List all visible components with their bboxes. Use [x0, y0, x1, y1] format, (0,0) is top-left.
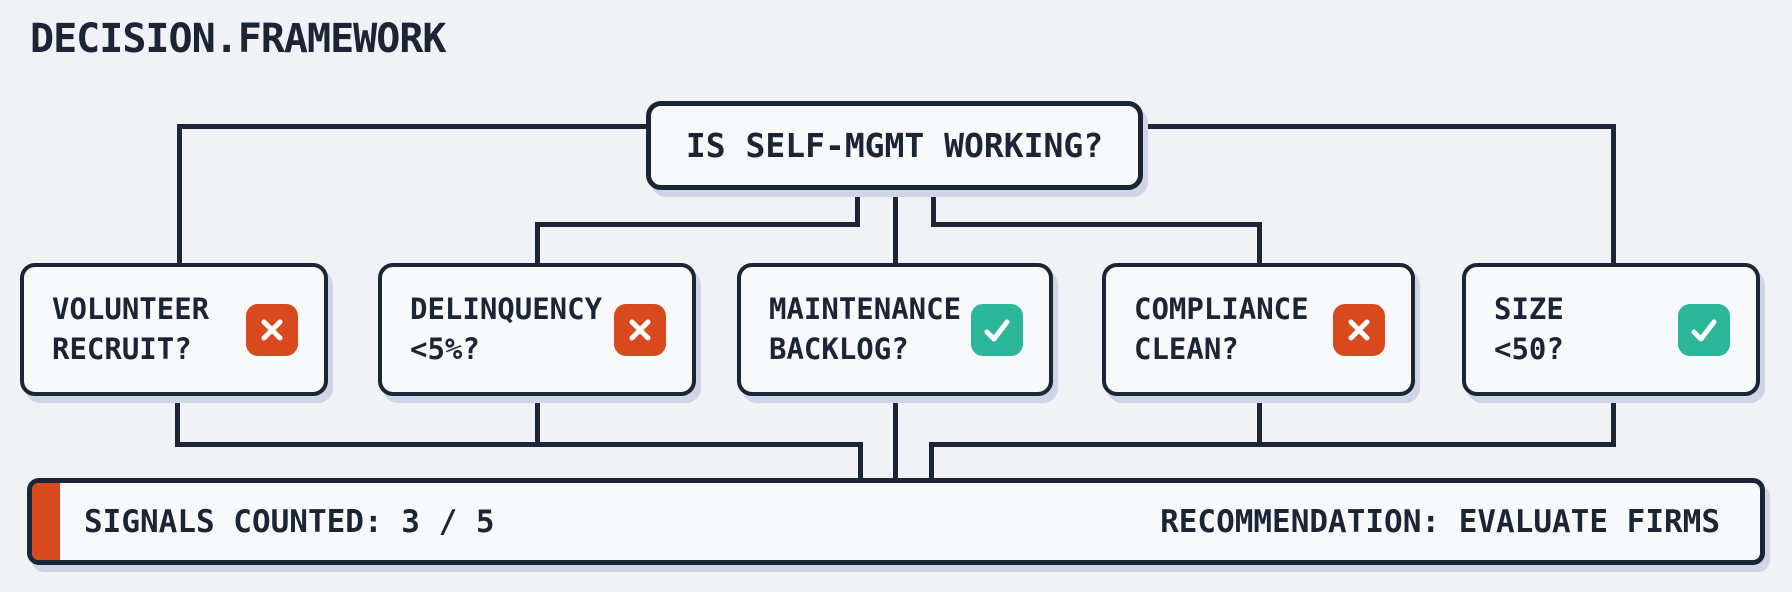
recommendation-label: RECOMMENDATION: EVALUATE FIRMS [1160, 503, 1720, 540]
connector-line [929, 442, 934, 482]
node-size: SIZE <50? [1462, 263, 1760, 396]
root-question-node: IS SELF-MGMT WORKING? [646, 101, 1143, 190]
connector-line [1611, 124, 1616, 263]
node-label: SIZE <50? [1494, 292, 1564, 366]
status-yes-icon [971, 303, 1023, 356]
connector-line [1257, 394, 1262, 447]
connector-line [1143, 124, 1616, 129]
connector-line [175, 442, 863, 447]
summary-accent-strip [32, 483, 60, 560]
connector-line [855, 188, 860, 227]
connector-line [175, 394, 180, 447]
status-no-icon [246, 303, 298, 356]
status-no-icon [1333, 303, 1385, 356]
signals-counted-label: SIGNALS COUNTED: 3 / 5 [84, 503, 495, 540]
connector-line [535, 222, 540, 263]
node-label: MAINTENANCE BACKLOG? [769, 292, 962, 366]
node-maintenance-backlog: MAINTENANCE BACKLOG? [737, 263, 1053, 396]
connector-line [931, 188, 936, 227]
connector-line [177, 124, 182, 263]
connector-line [535, 394, 540, 447]
node-volunteer-recruit: VOLUNTEER RECRUIT? [20, 263, 328, 396]
connector-line [893, 394, 898, 480]
root-question-label: IS SELF-MGMT WORKING? [685, 126, 1104, 165]
node-label: VOLUNTEER RECRUIT? [52, 292, 210, 366]
connector-line [893, 188, 898, 263]
node-compliance-clean: COMPLIANCE CLEAN? [1102, 263, 1415, 396]
node-label: DELINQUENCY <5%? [410, 292, 603, 366]
connector-line [1257, 222, 1262, 263]
summary-bar: SIGNALS COUNTED: 3 / 5 RECOMMENDATION: E… [27, 478, 1765, 565]
status-no-icon [614, 303, 666, 356]
connector-line [858, 442, 863, 482]
page-title: DECISION.FRAMEWORK [30, 16, 446, 62]
node-delinquency: DELINQUENCY <5%? [378, 263, 696, 396]
connector-line [177, 124, 646, 129]
status-yes-icon [1678, 303, 1730, 356]
node-label: COMPLIANCE CLEAN? [1134, 292, 1309, 366]
connector-line [929, 442, 1616, 447]
connector-line [535, 222, 860, 227]
connector-line [1611, 394, 1616, 447]
connector-line [931, 222, 1262, 227]
